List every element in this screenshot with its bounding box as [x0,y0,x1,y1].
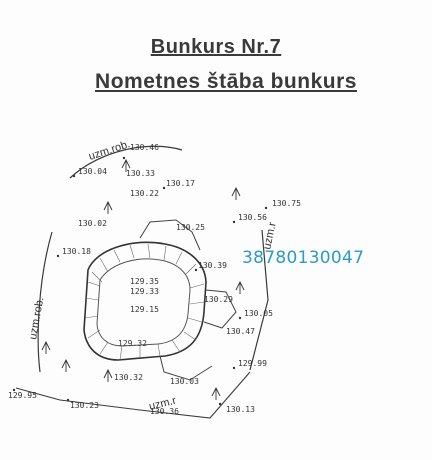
elevation-label: 129.33 [130,287,159,296]
elevation-label: 130.75 [272,199,301,208]
elevation-label: 129.95 [8,391,37,400]
entrance-wing-right [203,289,237,329]
elevation-label: 130.29 [204,295,233,304]
elevation-label: 130.04 [78,167,107,176]
boundary-top-arc [69,145,183,179]
cadastral-number: 38780130047 [242,248,365,268]
boundary-bottom-line [15,371,251,419]
elevation-label: 129.99 [238,359,267,368]
elevation-label: 130.47 [226,327,255,336]
boundary-right-line [249,229,269,371]
edge-label-right: uzm.r [261,221,279,251]
elevation-label: 130.56 [238,213,267,222]
elevation-label: 129.15 [130,305,159,314]
bunker-outline [83,241,207,361]
elevation-label: 130.17 [166,179,195,188]
elevation-label: 129.32 [118,339,147,348]
entrance-wing-top [139,219,201,251]
edge-label-left: uzm.rob. [27,296,46,340]
elevation-label: 130.03 [170,377,199,386]
elevation-label: 129.35 [130,277,159,286]
elevation-label: 130.05 [244,309,273,318]
survey-points [12,156,268,406]
elevation-label: 130.39 [198,261,227,270]
elevation-label: 130.36 [150,407,179,416]
elevation-label: 130.22 [130,189,159,198]
tree-symbols [41,158,245,400]
elevation-label: 130.32 [114,373,143,382]
elevation-label: 130.18 [62,247,91,256]
boundary-left-arc [37,231,53,373]
entrance-wing-bottom [159,355,213,381]
elevation-label: 130.46 [130,143,159,152]
elevation-label: 130.23 [70,401,99,410]
elevation-label: 130.33 [126,169,155,178]
bunker-inner [96,258,191,347]
bunker-hatching [84,243,205,361]
plan-title: Bunkurs Nr.7 [150,36,282,58]
elevation-label: 130.02 [78,219,107,228]
elevation-label: 130.13 [226,405,255,414]
edge-label-top: uzm.rob. [87,138,131,163]
elevation-label: 130.25 [176,223,205,232]
plan-subtitle: Nometnes štāba bunkurs [95,70,357,93]
